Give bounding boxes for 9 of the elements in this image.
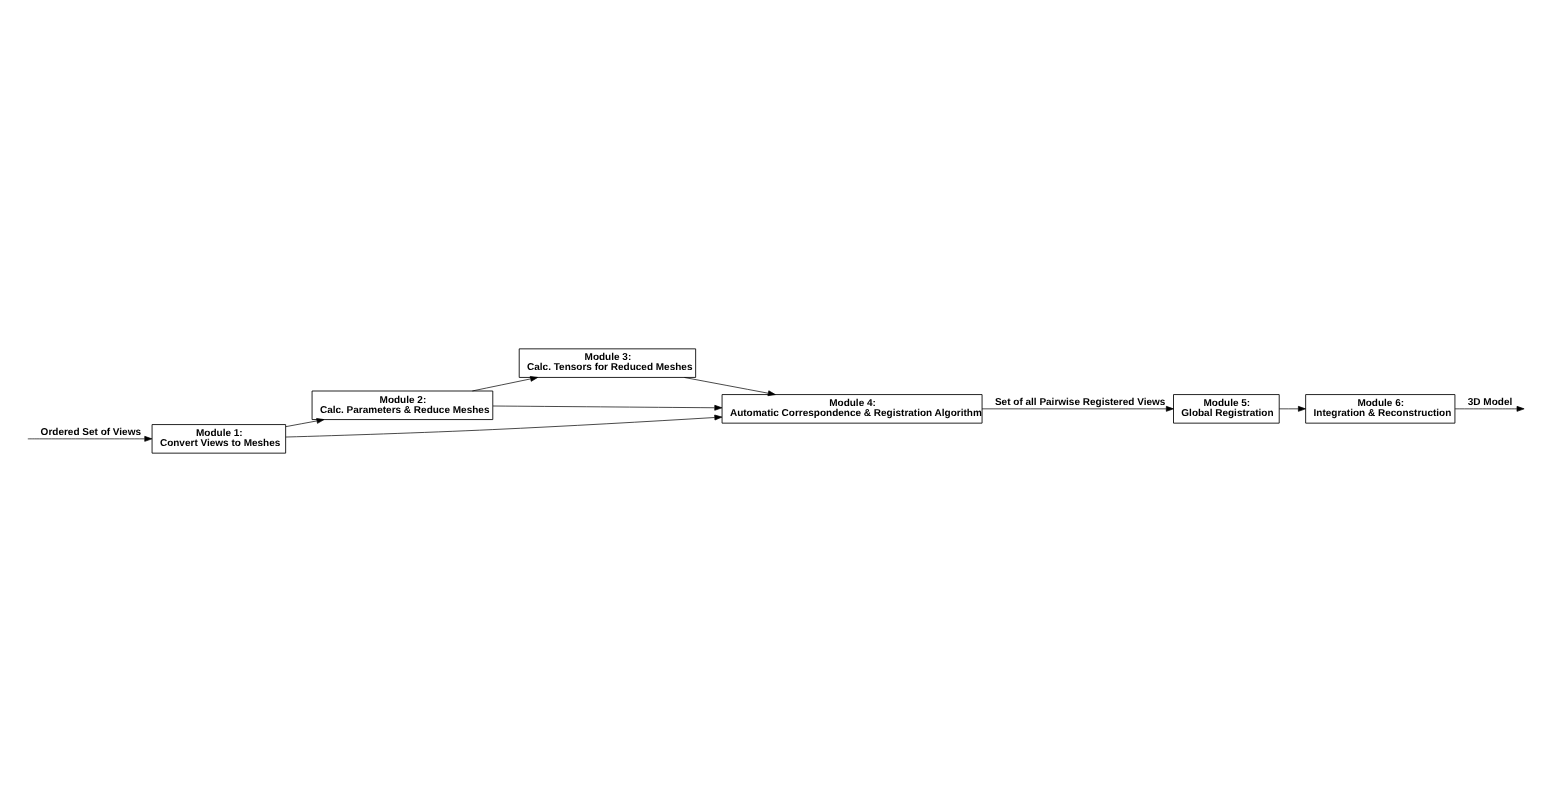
arrow bbox=[1454, 405, 1525, 411]
arrow bbox=[1279, 405, 1306, 411]
arrow bbox=[27, 435, 153, 441]
arrow bbox=[492, 403, 723, 410]
arrow bbox=[684, 376, 776, 396]
arrow bbox=[472, 375, 539, 391]
arrow bbox=[981, 405, 1174, 411]
arrow bbox=[285, 417, 325, 426]
arrow bbox=[285, 413, 723, 437]
